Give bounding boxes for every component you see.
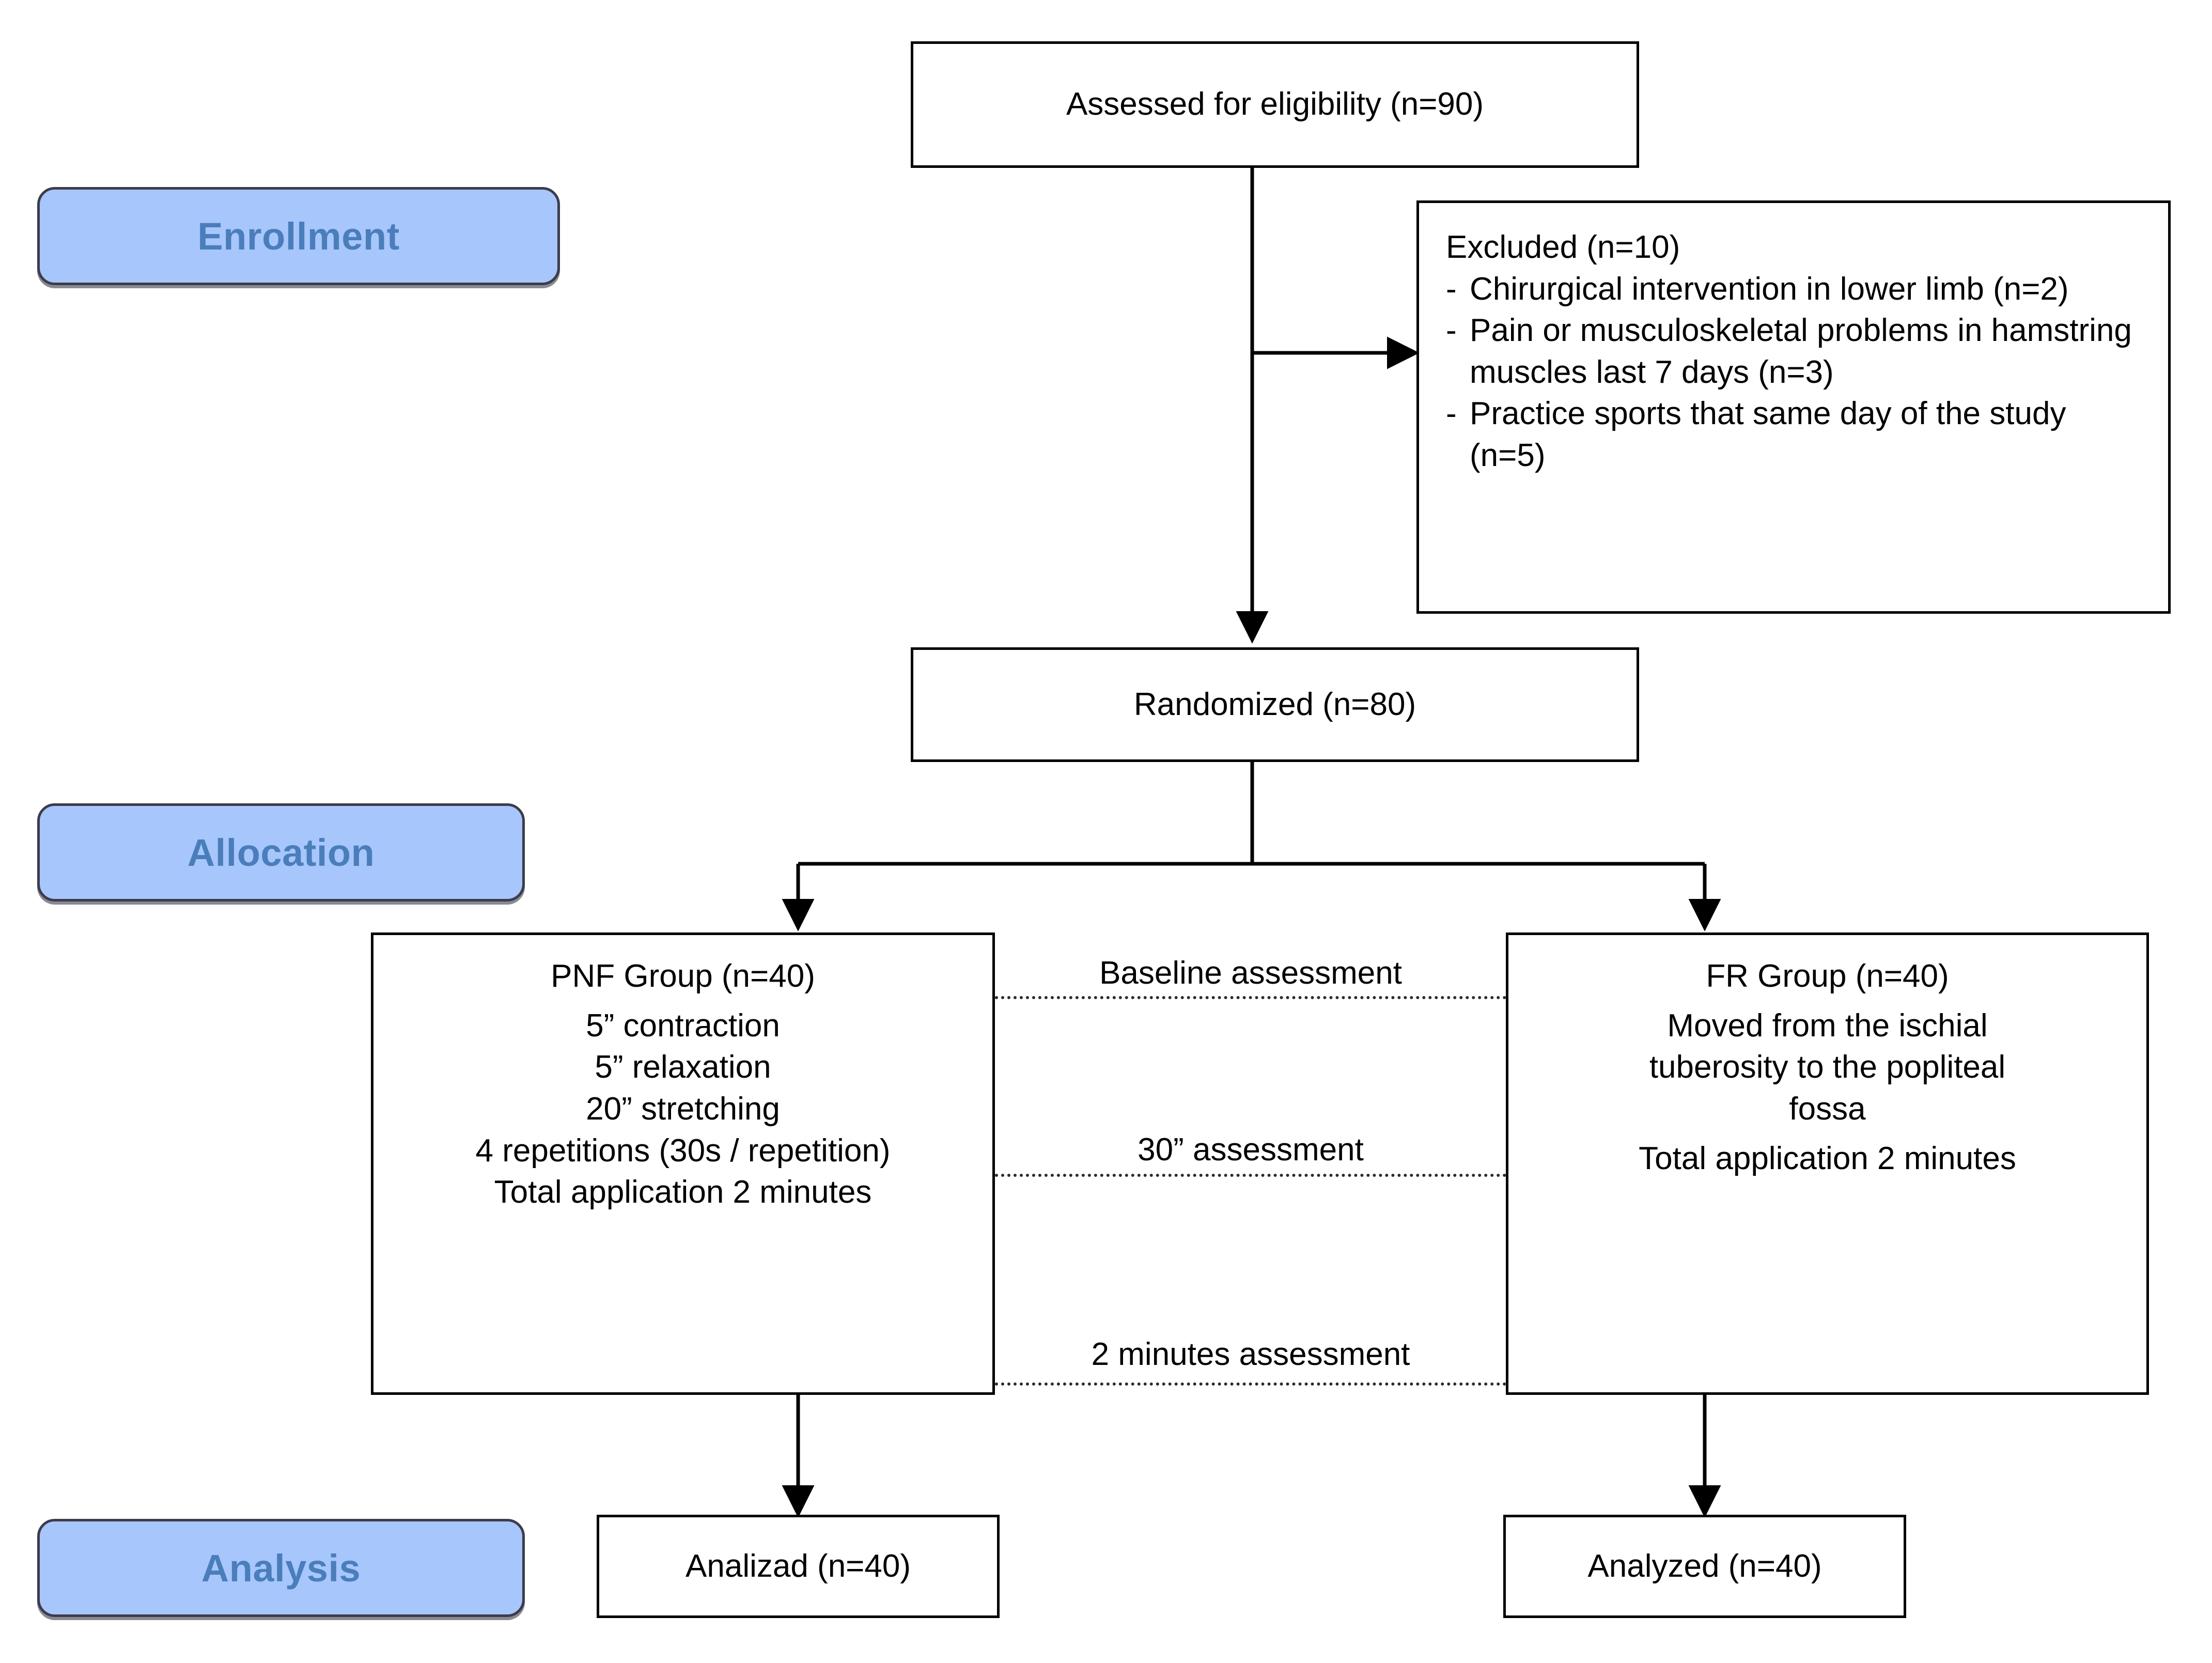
analyzed-left-label: Analizad (n=40)	[686, 1548, 911, 1584]
bullet-dash-icon: -	[1446, 396, 1457, 432]
node-assessed-for-eligibility: Assessed for eligibility (n=90)	[911, 41, 1639, 168]
list-item: - Pain or musculoskeletal problems in ha…	[1446, 310, 2147, 393]
pnf-line-1: 5” contraction	[586, 1007, 780, 1044]
bullet-dash-icon: -	[1446, 271, 1457, 307]
bullet-dash-icon: -	[1446, 313, 1457, 349]
stage-label-allocation: Allocation	[187, 831, 375, 874]
stage-chip-analysis: Analysis	[37, 1519, 525, 1617]
excluded-reason-text: Practice sports that same day of the stu…	[1470, 396, 2066, 473]
node-randomized: Randomized (n=80)	[911, 647, 1639, 762]
pnf-line-5: Total application 2 minutes	[494, 1174, 872, 1210]
fr-group-title: FR Group (n=40)	[1706, 958, 1949, 994]
node-pnf-group: PNF Group (n=40) 5” contraction 5” relax…	[371, 932, 995, 1395]
list-item: - Practice sports that same day of the s…	[1446, 393, 2147, 476]
pnf-line-4: 4 repetitions (30s / repetition)	[475, 1132, 891, 1169]
analyzed-right-label: Analyzed (n=40)	[1587, 1548, 1822, 1584]
node-analyzed-right: Analyzed (n=40)	[1503, 1515, 1906, 1618]
excluded-heading: Excluded (n=10)	[1446, 229, 1680, 265]
excluded-reason-text: Pain or musculoskeletal problems in hams…	[1470, 313, 2132, 390]
dotted-connector-30s	[995, 1174, 1506, 1177]
stage-chip-allocation: Allocation	[37, 803, 525, 902]
pnf-line-2: 5” relaxation	[595, 1049, 771, 1085]
list-item: - Chirurgical intervention in lower limb…	[1446, 269, 2147, 310]
pnf-group-title: PNF Group (n=40)	[551, 958, 815, 994]
fr-footer: Total application 2 minutes	[1639, 1140, 2016, 1176]
stage-label-analysis: Analysis	[201, 1546, 361, 1590]
node-fr-group: FR Group (n=40) Moved from the ischial t…	[1506, 932, 2149, 1395]
assessed-label: Assessed for eligibility (n=90)	[1066, 86, 1484, 122]
assessment-label-baseline: Baseline assessment	[1099, 955, 1402, 991]
fr-line-2: tuberosity to the popliteal	[1649, 1049, 2006, 1085]
stage-chip-enrollment: Enrollment	[37, 187, 560, 285]
excluded-reason-text: Chirurgical intervention in lower limb (…	[1470, 271, 2069, 307]
node-analyzed-left: Analizad (n=40)	[597, 1515, 1000, 1618]
fr-line-1: Moved from the ischial	[1667, 1007, 1988, 1044]
dotted-connector-2min	[995, 1382, 1506, 1386]
assessment-label-30s: 30” assessment	[1138, 1132, 1364, 1168]
stage-label-enrollment: Enrollment	[197, 214, 400, 258]
dotted-connector-baseline	[995, 996, 1506, 999]
excluded-reason-list: - Chirurgical intervention in lower limb…	[1446, 269, 2147, 477]
node-excluded: Excluded (n=10) - Chirurgical interventi…	[1416, 200, 2171, 614]
assessment-label-2min: 2 minutes assessment	[1091, 1336, 1410, 1372]
pnf-line-3: 20” stretching	[586, 1091, 780, 1127]
fr-line-3: fossa	[1789, 1091, 1866, 1127]
randomized-label: Randomized (n=80)	[1133, 686, 1416, 722]
